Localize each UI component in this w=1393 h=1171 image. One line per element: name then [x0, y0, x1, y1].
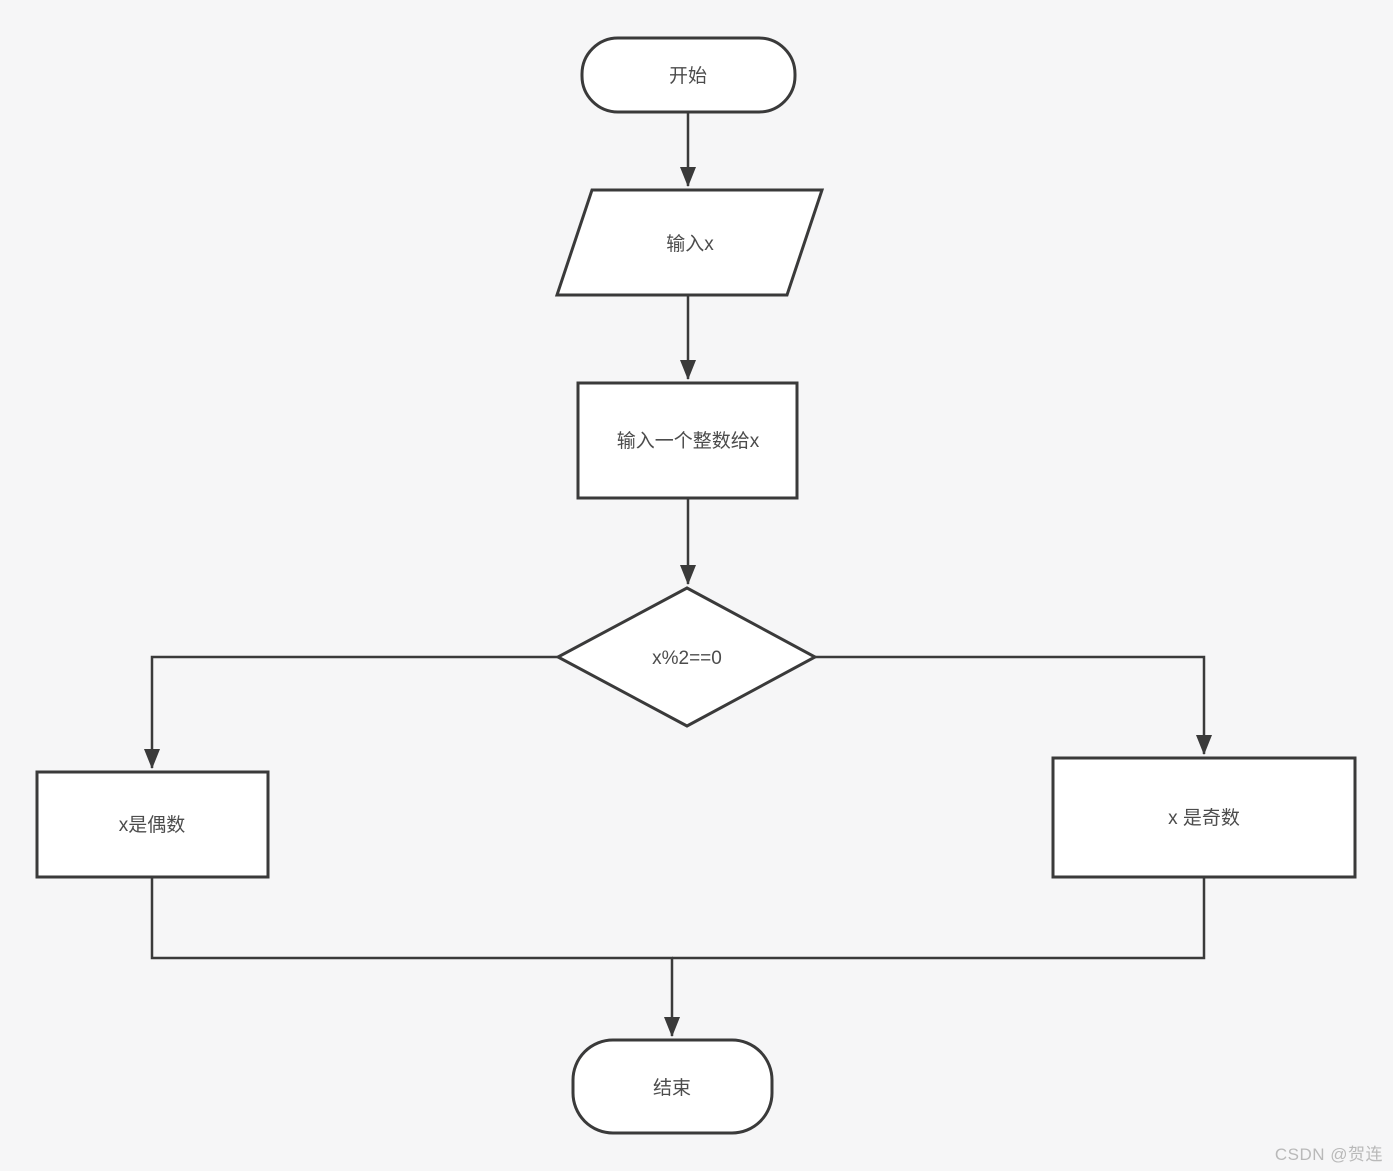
- edge-even-merge: [150, 877, 673, 960]
- odd-label: x 是奇数: [1168, 807, 1240, 829]
- edge-decision-odd: [815, 655, 1212, 755]
- node-even: x是偶数: [35, 770, 270, 879]
- decision-label: x%2==0: [652, 648, 722, 669]
- node-start: 开始: [580, 36, 797, 114]
- node-input-x: 输入x: [554, 188, 825, 297]
- node-odd: x 是奇数: [1051, 756, 1357, 879]
- decision-diamond-shape: [554, 586, 819, 728]
- odd-process-shape: [1051, 756, 1357, 879]
- end-label: 结束: [653, 1077, 691, 1099]
- start-terminator-shape: [580, 36, 797, 114]
- node-decision: x%2==0: [554, 586, 819, 728]
- even-process-shape: [35, 770, 270, 879]
- node-end: 结束: [571, 1038, 774, 1135]
- edge-odd-merge: [672, 877, 1206, 960]
- edge-decision-even: [144, 655, 558, 769]
- even-label: x是偶数: [119, 814, 186, 836]
- input-parallelogram-shape: [554, 188, 825, 297]
- node-read-int: 输入一个整数给x: [576, 381, 799, 500]
- csdn-watermark: CSDN @贺连: [1274, 1145, 1383, 1164]
- read-int-label: 输入一个整数给x: [617, 430, 760, 452]
- read-int-process-shape: [576, 381, 799, 500]
- end-terminator-shape: [571, 1038, 774, 1135]
- start-label: 开始: [669, 65, 707, 87]
- input-x-label: 输入x: [666, 233, 714, 255]
